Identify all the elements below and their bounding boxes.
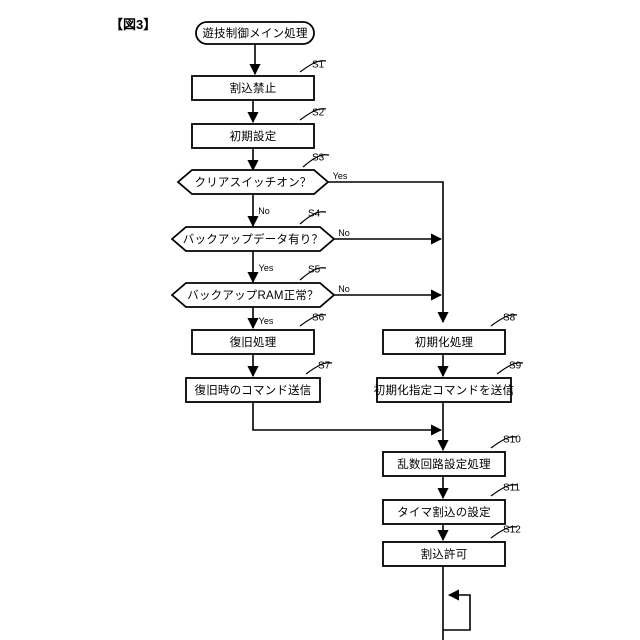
leader-s8: [490, 314, 518, 327]
step-label-s1: S1: [312, 59, 325, 71]
node-s2-shape: [191, 123, 315, 149]
node-s9-label: 初期化指定コマンドを送信: [373, 385, 515, 397]
edge-label-s5-yes: Yes: [258, 316, 274, 326]
step-label-s2: S2: [312, 107, 325, 119]
step-label-s3: S3: [312, 152, 325, 164]
edge-label-s4-yes: Yes: [258, 263, 274, 273]
node-s11-label: タイマ割込の設定: [397, 507, 491, 519]
node-s6-label: 復旧処理: [229, 337, 277, 349]
terminal-start-label: 遊技制御メイン処理: [202, 28, 308, 40]
node-s6-shape: [191, 329, 315, 355]
leader-s7: [305, 362, 333, 375]
leader-s12: [490, 526, 518, 539]
step-label-s5: S5: [308, 264, 321, 276]
leader-s2: [299, 108, 327, 121]
step-label-s10: S10: [503, 434, 521, 446]
node-s10-shape: [382, 451, 506, 477]
edge-label-s5-no: No: [338, 284, 350, 294]
step-label-s11: S11: [503, 482, 521, 494]
edge-s3-yes: [328, 181, 449, 324]
node-s12-label: 割込許可: [420, 549, 468, 561]
edge-label-s3-no: No: [258, 206, 270, 216]
leader-s6: [299, 314, 327, 327]
leader-s10: [490, 436, 518, 449]
loop-return-path: [443, 589, 471, 631]
node-s10-label: 乱数回路設定処理: [397, 459, 491, 471]
node-s9-shape: [376, 377, 512, 403]
node-s5-label: バックアップRAM正常？: [187, 290, 319, 302]
step-label-s4: S4: [308, 208, 321, 220]
step-label-s12: S12: [503, 524, 521, 536]
leader-s11: [490, 484, 518, 497]
node-s8-shape: [382, 329, 506, 355]
node-s1-label: 割込禁止: [229, 83, 277, 95]
node-s2-label: 初期設定: [229, 131, 277, 143]
edge-label-s4-no: No: [338, 228, 350, 238]
node-s3-label: クリアスイッチオン？: [194, 177, 312, 189]
node-s8-label: 初期化処理: [414, 337, 474, 349]
step-label-s9: S9: [509, 360, 522, 372]
step-label-s6: S6: [312, 312, 325, 324]
step-label-s8: S8: [503, 312, 516, 324]
leader-s9: [496, 362, 524, 375]
node-s7-label: 復旧時のコマンド送信: [194, 385, 312, 397]
edge-label-s3-yes: Yes: [332, 171, 348, 181]
node-s12-shape: [382, 541, 506, 567]
node-s4-label: バックアップデータ有り？: [182, 234, 324, 246]
node-s11-shape: [382, 499, 506, 525]
figure-number-label: 【図3】: [110, 17, 157, 32]
leader-s1: [299, 60, 327, 73]
step-label-s7: S7: [318, 360, 331, 372]
edge-s7-to-rail: [252, 402, 443, 436]
leader-s3: [302, 154, 330, 168]
leader-s4: [299, 211, 327, 225]
leader-s5: [299, 267, 327, 281]
